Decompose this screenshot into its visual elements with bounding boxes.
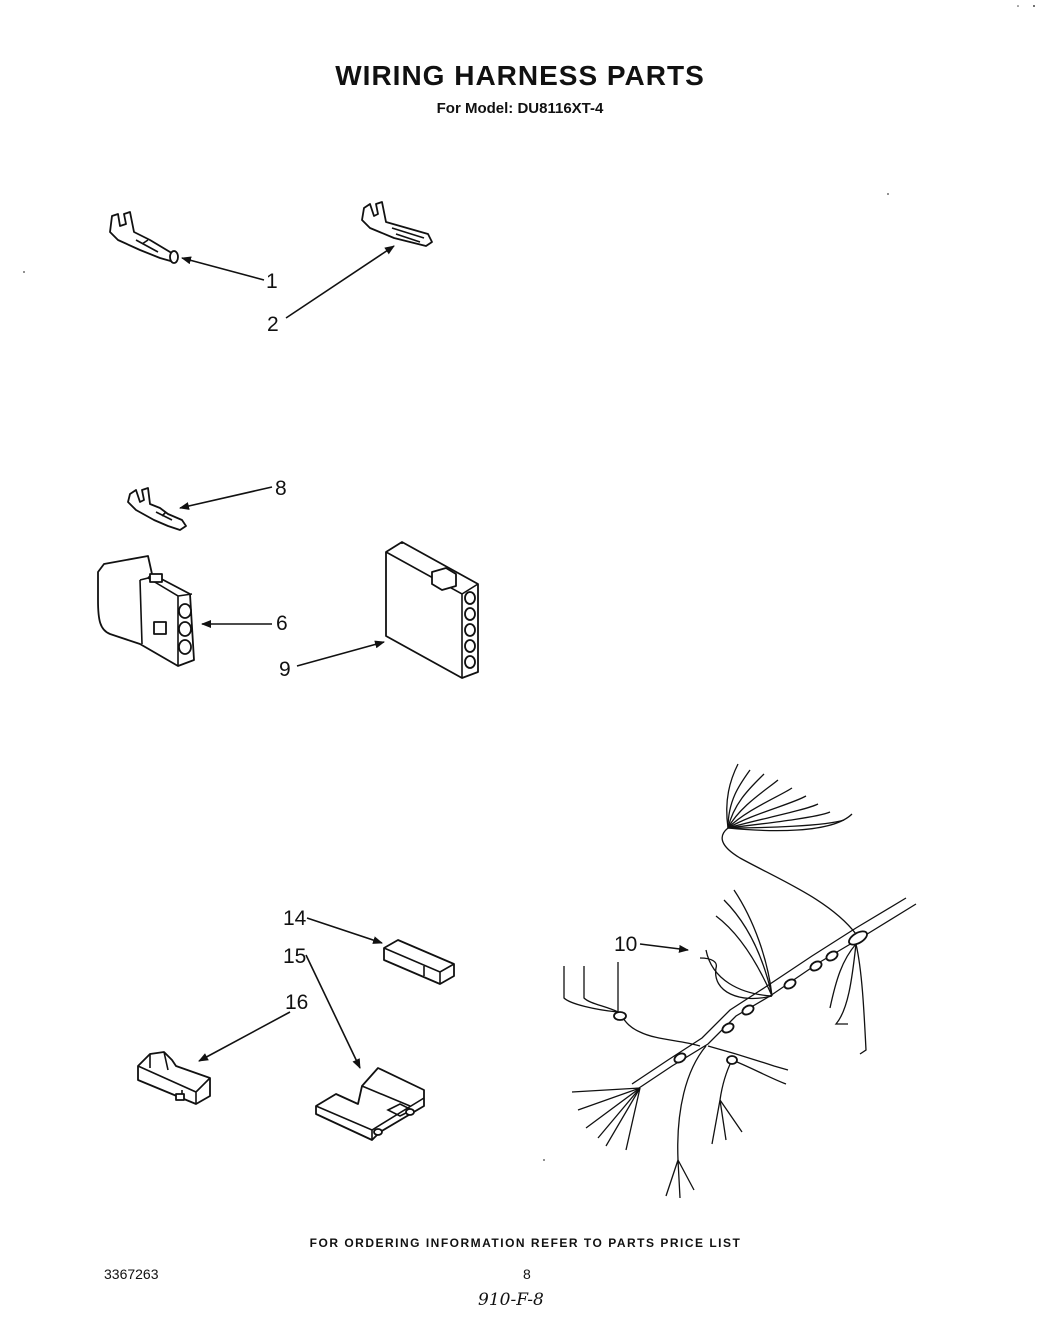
model-subtitle: For Model: DU8116XT-4 bbox=[436, 100, 604, 117]
part-15-bracket bbox=[315, 1067, 425, 1141]
part-14-block bbox=[383, 939, 455, 985]
leader-line-9 bbox=[296, 640, 385, 667]
callout-1: 1 bbox=[266, 270, 278, 293]
callout-15: 15 bbox=[283, 945, 306, 968]
callout-6: 6 bbox=[276, 612, 288, 635]
ordering-note: FOR ORDERING INFORMATION REFER TO PARTS … bbox=[309, 1236, 742, 1250]
leader-line-14 bbox=[306, 917, 383, 944]
leader-line-8 bbox=[179, 486, 273, 510]
part-1-terminal bbox=[109, 211, 179, 264]
part-8-terminal bbox=[127, 487, 187, 531]
part-10-wiring-harness bbox=[563, 763, 917, 1199]
callout-9: 9 bbox=[279, 658, 291, 681]
leader-line-10 bbox=[639, 943, 689, 953]
leader-line-2 bbox=[285, 245, 395, 319]
page-number: 8 bbox=[523, 1266, 531, 1282]
leader-line-15 bbox=[305, 954, 361, 1069]
part-6-connector bbox=[97, 555, 195, 667]
part-2-female-terminal bbox=[361, 201, 433, 247]
part-9-connector-block bbox=[385, 541, 479, 679]
callout-2: 2 bbox=[267, 313, 279, 336]
part-16-clip bbox=[137, 1051, 211, 1105]
handwritten-code: 910-F-8 bbox=[478, 1290, 544, 1310]
callout-14: 14 bbox=[283, 907, 307, 930]
callout-10: 10 bbox=[614, 933, 637, 956]
page-title: WIRING HARNESS PARTS bbox=[335, 60, 705, 91]
callout-8: 8 bbox=[275, 477, 287, 500]
leader-line-16 bbox=[198, 1011, 291, 1062]
document-number: 3367263 bbox=[104, 1266, 159, 1282]
leader-line-1 bbox=[181, 256, 265, 281]
callout-16: 16 bbox=[285, 991, 308, 1014]
